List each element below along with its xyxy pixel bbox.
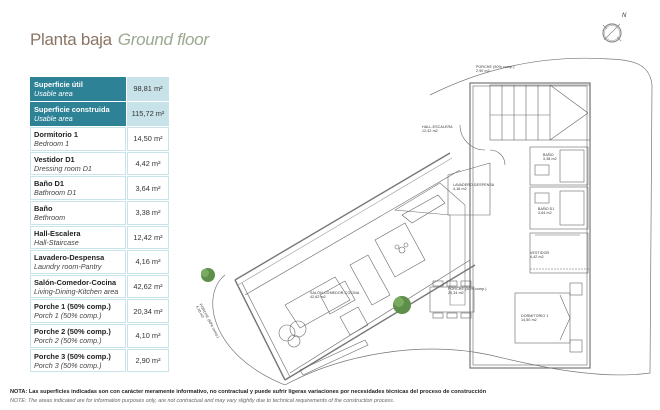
row-label-es: Baño bbox=[34, 203, 53, 213]
row-label-en: Porch 3 (50% comp.) bbox=[34, 360, 102, 370]
row-value: 20,34 m² bbox=[127, 299, 169, 323]
room-label-laundry-pantry: LAVADERO DESPENSA 4,16 m2 bbox=[453, 183, 495, 192]
row-value: 12,42 m² bbox=[127, 225, 169, 250]
row-label-es: Superficie construida bbox=[34, 105, 110, 115]
room-label-bathroom-d1: BAÑO D1 3,64 m2 bbox=[538, 207, 555, 216]
row-value: 115,72 m² bbox=[127, 102, 169, 126]
room-label-living-dining-kitchen: SALÓN-COMEDOR-COCINA 42,62 m2 bbox=[310, 291, 360, 300]
row-label-en: Living-Dining-Kitchen area bbox=[34, 286, 119, 296]
row-label-en: Porch 1 (50% comp.) bbox=[34, 311, 102, 321]
room-label-porch-1: PORCHE (50% comp.) 20,34 m2 bbox=[448, 287, 487, 296]
row-label-en: Laundry room-Pantry bbox=[34, 262, 102, 272]
title-spanish: Planta baja bbox=[30, 30, 112, 49]
title-english: Ground floor bbox=[117, 30, 209, 49]
room-label-porch-3: PORCHE (50% comp.) 2,90 m2 bbox=[476, 65, 515, 74]
row-label-es: Hall-Escalera bbox=[34, 228, 81, 238]
row-label-en: Usable area bbox=[34, 114, 73, 124]
row-label-es: Salón-Comedor-Cocina bbox=[34, 277, 117, 287]
row-value: 3,38 m² bbox=[127, 200, 169, 225]
row-label-en: Bathroom D1 bbox=[34, 188, 77, 198]
plant-icon bbox=[201, 268, 411, 314]
row-label-es: Superficie útil bbox=[34, 80, 83, 89]
floor-plan: PORCHE (50% comp.) 2,90 m2 HALL-ESCALERA… bbox=[190, 55, 660, 386]
row-label-es: Lavadero-Despensa bbox=[34, 253, 105, 263]
disclaimer-note: NOTA: Las superficies indicadas son con … bbox=[10, 389, 660, 404]
row-value: 98,81 m² bbox=[127, 77, 169, 101]
row-label-en: Hall-Staircase bbox=[34, 237, 79, 247]
room-label-hall-staircase: HALL-ESCALERA 12,42 m2 bbox=[422, 125, 453, 134]
table-row-porch-2: Porche 2 (50% comp.)Porch 2 (50% comp.) … bbox=[30, 323, 169, 348]
row-label-es: Porche 3 (50% comp.) bbox=[34, 351, 111, 361]
row-label-en: Dressing room D1 bbox=[34, 163, 92, 173]
row-value: 4,10 m² bbox=[127, 323, 169, 348]
row-value: 4,16 m² bbox=[127, 250, 169, 274]
row-value: 3,64 m² bbox=[127, 176, 169, 200]
row-label-es: Dormitorio 1 bbox=[34, 130, 78, 140]
table-row-porch-3: Porche 3 (50% comp.)Porch 3 (50% comp.) … bbox=[30, 348, 169, 373]
room-label-bathroom: BAÑO 3,38 m2 bbox=[543, 153, 557, 162]
row-value: 2,90 m² bbox=[127, 348, 169, 373]
page-title: Planta baja Ground floor bbox=[30, 30, 209, 50]
table-row-porch-1: Porche 1 (50% comp.)Porch 1 (50% comp.) … bbox=[30, 299, 169, 323]
row-label-es: Vestidor D1 bbox=[34, 154, 75, 164]
note-english: NOTE: The areas indicated are for inform… bbox=[10, 398, 395, 404]
row-label-es: Porche 1 (50% comp.) bbox=[34, 302, 111, 312]
compass-north-label: N bbox=[622, 13, 627, 19]
row-label-en: Bethroom bbox=[34, 212, 66, 222]
room-label-bedroom-1: DORMITORIO 1 14,50 m2 bbox=[521, 314, 549, 323]
row-label-en: Bedroom 1 bbox=[34, 139, 70, 149]
row-label-es: Porche 2 (50% comp.) bbox=[34, 326, 111, 336]
row-label-en: Porch 2 (50% comp.) bbox=[34, 335, 102, 345]
note-spanish: NOTA: Las superficies indicadas son con … bbox=[10, 389, 487, 395]
floor-plan-drawing bbox=[201, 57, 653, 386]
room-label-dressing-room: VESTIDOR 4,42 m2 bbox=[530, 251, 550, 260]
row-label-en: Usable area bbox=[34, 89, 73, 98]
north-compass-icon: N bbox=[598, 13, 630, 47]
row-value: 4,42 m² bbox=[127, 151, 169, 176]
row-label-es: Baño D1 bbox=[34, 179, 64, 189]
row-value: 42,62 m² bbox=[127, 274, 169, 299]
row-value: 14,50 m² bbox=[127, 127, 169, 151]
